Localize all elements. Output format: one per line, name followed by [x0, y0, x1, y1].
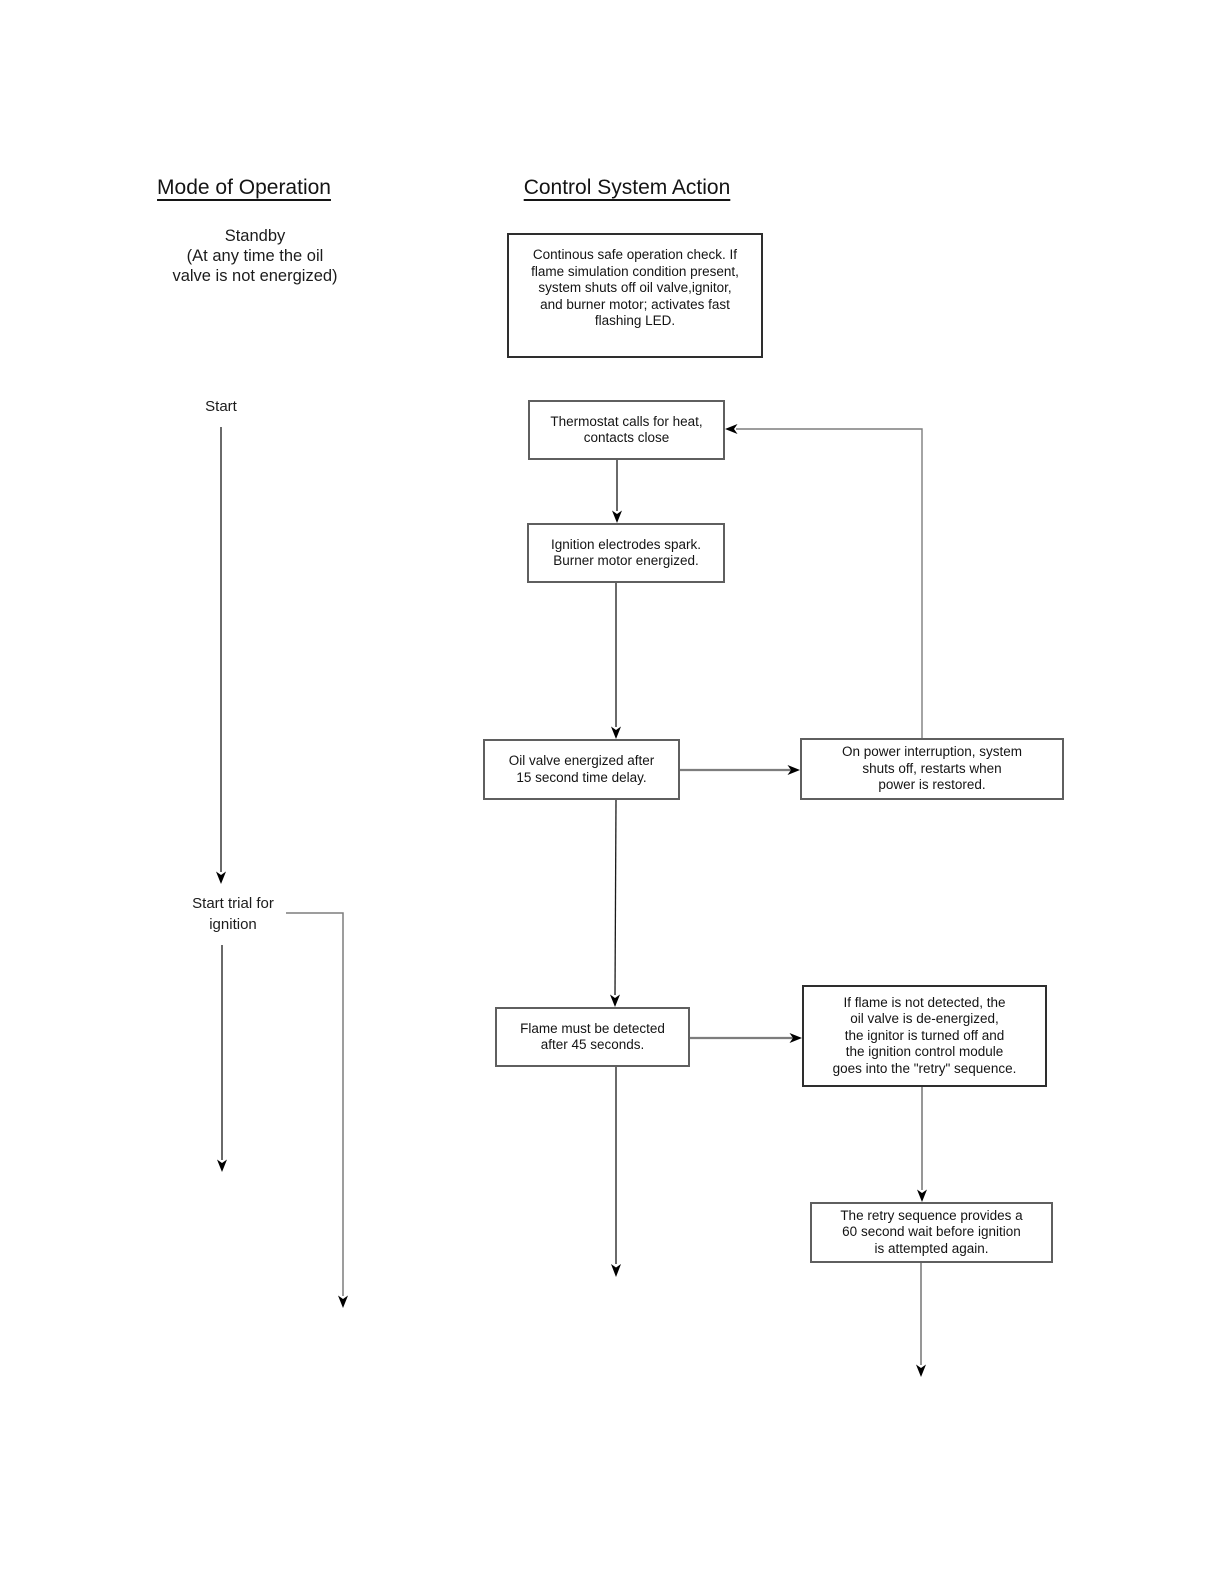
arrowhead-trial-down: [217, 1159, 227, 1172]
arrowhead-flame-down: [611, 1264, 621, 1277]
connector-trial-hook: [286, 912, 344, 1296]
box-flame-must-be-detected: Flame must be detected after 45 seconds.: [495, 1007, 690, 1067]
arrowhead-trial-hook: [338, 1295, 348, 1308]
arrowhead-thermostat-to-ignition: [612, 510, 622, 523]
arrowhead-oilvalve-to-power: [787, 765, 800, 775]
column-header-control-system-action: Control System Action: [523, 176, 731, 199]
box-power-interruption: On power interruption, system shuts off,…: [800, 738, 1064, 800]
mode-label-standby: Standby (At any time the oil valve is no…: [172, 227, 338, 285]
mode-label-start-trial-for-ignition: Start trial for ignition: [192, 895, 274, 933]
arrowhead-start-down: [216, 871, 226, 884]
arrowhead-retry-down: [916, 1364, 926, 1377]
box-safety-check: Continous safe operation check. If flame…: [507, 233, 763, 358]
connector-power-to-thermostat: [736, 428, 923, 738]
arrowhead-ignition-to-oilvalve: [611, 726, 621, 739]
arrowhead-noflame-to-retry: [917, 1189, 927, 1202]
box-thermostat-calls: Thermostat calls for heat, contacts clos…: [528, 400, 725, 460]
box-ignition-electrodes: Ignition electrodes spark. Burner motor …: [527, 523, 725, 583]
box-retry-sequence: The retry sequence provides a 60 second …: [810, 1202, 1053, 1263]
connector-oilvalve-to-flame: [614, 799, 617, 996]
arrowhead-flame-to-noflame: [789, 1033, 802, 1043]
arrowhead-power-to-thermostat: [725, 424, 738, 434]
mode-label-start: Start: [205, 398, 237, 415]
box-oil-valve-energized: Oil valve energized after 15 second time…: [483, 739, 680, 800]
arrowhead-oilvalve-to-flame: [610, 994, 620, 1007]
box-flame-not-detected-retry: If flame is not detected, the oil valve …: [802, 985, 1047, 1087]
column-header-mode-of-operation: Mode of Operation: [157, 176, 331, 199]
